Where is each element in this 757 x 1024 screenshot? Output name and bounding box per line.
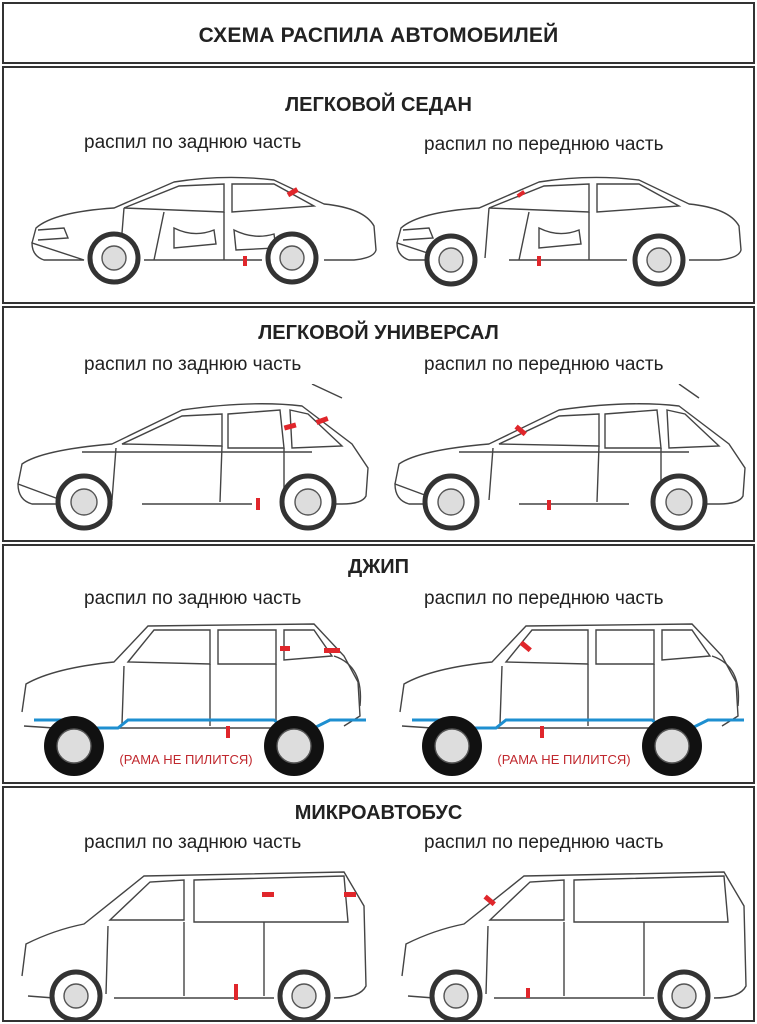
minibus-windows xyxy=(108,875,349,923)
section-jeep: ДЖИП распил по заднюю часть распил по пе… xyxy=(2,544,755,784)
wagon-door-lines xyxy=(111,445,285,503)
sedan-front-cut-illustration xyxy=(396,176,742,287)
frame-note-rear: (РАМА НЕ ПИЛИТСЯ) xyxy=(119,752,252,767)
minibus-door-lines xyxy=(105,922,265,996)
sedan-front-window xyxy=(488,183,590,213)
front-wheel-hub xyxy=(101,245,127,271)
wagon-front-cut-illustration xyxy=(394,384,746,531)
sedan-front-window xyxy=(123,183,225,213)
wagon-antenna xyxy=(311,384,343,399)
cut-mark-sill xyxy=(256,498,260,510)
sedan-rear-cut-illustration xyxy=(31,176,377,285)
caption-front-wagon: распил по переднюю часть xyxy=(424,354,664,375)
sedan-wheels xyxy=(87,231,319,285)
section-minibus: МИКРОАВТОБУС распил по заднюю часть расп… xyxy=(2,786,755,1022)
cut-mark-sill xyxy=(547,500,551,510)
cut-mark-pillar-a xyxy=(483,894,496,907)
section-title-jeep: ДЖИП xyxy=(347,556,410,578)
rear-wheel-hub xyxy=(279,245,305,271)
caption-front-jeep: распил по переднюю часть xyxy=(424,588,664,609)
front-wheel-hub xyxy=(63,983,89,1009)
cut-mark-pillar xyxy=(516,190,526,198)
caption-rear-minibus: распил по заднюю часть xyxy=(84,832,302,853)
front-wheel-hub xyxy=(443,983,469,1009)
front-wheel-hub xyxy=(70,488,98,516)
front-wheel-hub xyxy=(434,728,470,764)
sedan-rear-window xyxy=(231,183,317,213)
section-title-wagon: ЛЕГКОВОЙ УНИВЕРСАЛ xyxy=(258,322,499,344)
sedan-door-lines xyxy=(484,207,590,261)
jeep-windows xyxy=(504,629,712,665)
minibus-body-outline xyxy=(21,871,367,999)
cut-mark-sill xyxy=(537,256,541,266)
jeep-door-lines xyxy=(121,664,277,726)
caption-rear-wagon: распил по заднюю часть xyxy=(84,354,302,375)
jeep-body-outline xyxy=(21,623,361,729)
rear-wheel-hub xyxy=(654,728,690,764)
section-wagon: ЛЕГКОВОЙ УНИВЕРСАЛ распил по заднюю част… xyxy=(2,306,755,542)
jeep-door-lines xyxy=(499,664,655,726)
cut-mark-pillar-c xyxy=(283,422,297,431)
jeep-windows xyxy=(126,629,334,665)
rear-wheel-hub xyxy=(665,488,693,516)
minibus-door-lines xyxy=(485,922,645,996)
sedan-rear-window xyxy=(596,183,682,213)
cut-mark-pillar-a xyxy=(514,424,527,437)
wagon-body-outline xyxy=(17,403,369,505)
caption-front-sedan: распил по переднюю часть xyxy=(424,134,664,155)
minibus-body-outline xyxy=(401,871,747,999)
minibus-rear-cut-illustration xyxy=(21,871,367,1020)
cut-mark-pillar-d xyxy=(324,648,340,653)
rear-wheel-hub xyxy=(646,247,672,273)
minibus-front-cut-illustration xyxy=(401,871,747,1020)
frame-note-front: (РАМА НЕ ПИЛИТСЯ) xyxy=(497,752,630,767)
wagon-body-outline xyxy=(394,403,746,505)
page-title: СХЕМА РАСПИЛА АВТОМОБИЛЕЙ xyxy=(198,24,559,47)
jeep-front-cut-illustration: (РАМА НЕ ПИЛИТСЯ) xyxy=(399,623,744,776)
sedan-seats xyxy=(173,226,277,251)
wagon-windows xyxy=(498,409,721,449)
sedan-headlight xyxy=(37,227,70,241)
jeep-spare-wheel xyxy=(711,655,740,707)
rear-wheel-hub xyxy=(276,728,312,764)
front-wheel-hub xyxy=(437,488,465,516)
sedan-headlight xyxy=(402,227,435,241)
sedan-body-outline xyxy=(396,176,742,261)
cut-mark-pillar-a xyxy=(519,640,532,653)
cut-mark-sill xyxy=(226,726,230,738)
minibus-windows xyxy=(488,875,729,923)
cut-mark-pillar-d xyxy=(344,892,356,897)
front-wheel-hub xyxy=(56,728,92,764)
cut-mark-pillar-c xyxy=(280,646,290,651)
cut-mark-sill xyxy=(234,984,238,1000)
cut-mark-sill xyxy=(243,256,247,266)
cut-mark-pillar-d xyxy=(315,416,329,425)
jeep-rear-cut-illustration: (РАМА НЕ ПИЛИТСЯ) xyxy=(21,623,366,776)
rear-wheel-hub xyxy=(291,983,317,1009)
sedan-seat xyxy=(538,226,582,249)
cut-mark-sill xyxy=(526,988,530,998)
rear-wheel-hub xyxy=(671,983,697,1009)
section-title-sedan: ЛЕГКОВОЙ СЕДАН xyxy=(285,94,472,116)
section-title-minibus: МИКРОАВТОБУС xyxy=(294,802,463,824)
wagon-antenna xyxy=(678,384,700,399)
wagon-door-lines xyxy=(488,445,662,503)
cut-mark-pillar-c xyxy=(262,892,274,897)
wagon-windows xyxy=(121,409,344,449)
cut-mark-roof xyxy=(286,187,299,198)
caption-rear-jeep: распил по заднюю часть xyxy=(84,588,302,609)
rear-wheel-hub xyxy=(294,488,322,516)
wagon-rear-cut-illustration xyxy=(17,384,369,531)
section-sedan: ЛЕГКОВОЙ СЕДАН распил по заднюю часть ра… xyxy=(2,66,755,304)
caption-front-minibus: распил по переднюю часть xyxy=(424,832,664,853)
cut-mark-sill xyxy=(540,726,544,738)
front-wheel-hub xyxy=(438,247,464,273)
jeep-body-outline xyxy=(399,623,739,729)
jeep-spare-wheel xyxy=(333,655,362,707)
title-box: СХЕМА РАСПИЛА АВТОМОБИЛЕЙ xyxy=(2,2,755,64)
sedan-wheels xyxy=(424,233,686,287)
sedan-body-outline xyxy=(31,176,377,261)
caption-rear-sedan: распил по заднюю часть xyxy=(84,132,302,153)
